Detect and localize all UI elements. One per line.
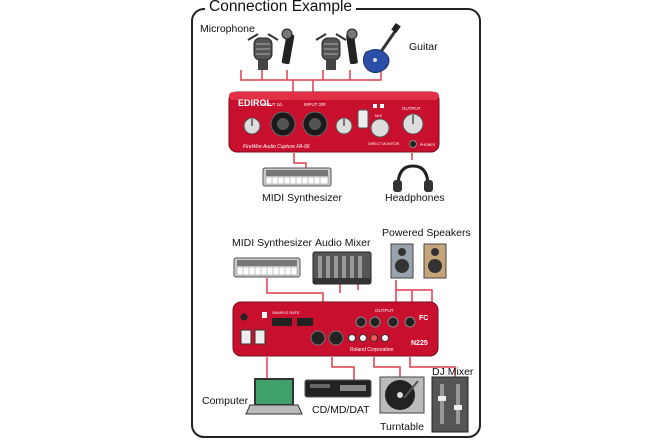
microphone-icon-2: [315, 28, 358, 70]
rear-model-label: N225: [411, 340, 428, 347]
front-output-label: OUTPUT: [402, 106, 421, 111]
label-cd-md-dat: CD/MD/DAT: [312, 404, 370, 416]
cd-md-dat-icon: [304, 379, 372, 398]
label-audio-mixer: Audio Mixer: [315, 237, 371, 249]
fa66-front-panel: EDIROL INPUT 1/L INPUT 2/R MIX DIRECT MO…: [228, 91, 440, 153]
audio-mixer-icon: [312, 251, 372, 285]
front-model-line: FireWire Audio Capture FA-66: [243, 144, 310, 150]
rear-fc-mark: FC: [419, 315, 428, 322]
midi-synth-bottom-icon: [233, 257, 301, 278]
front-brand: EDIROL: [238, 98, 273, 108]
turntable-icon: [379, 376, 425, 414]
label-dj-mixer: DJ Mixer: [432, 366, 474, 378]
top-cables: [240, 70, 413, 168]
guitar-icon: [362, 23, 401, 74]
microphone-icon: [247, 28, 295, 70]
bottom-cables: [266, 278, 456, 380]
label-microphone: Microphone: [200, 23, 255, 35]
front-input1-label: INPUT 1/L: [262, 102, 283, 107]
mix-knob: [370, 118, 390, 138]
rear-sample-rate-label: SAMPLE RATE: [272, 310, 300, 315]
rear-maker-label: Roland Corporation: [350, 347, 394, 353]
label-computer: Computer: [202, 395, 249, 407]
powered-speakers-icon: [390, 243, 447, 279]
label-guitar: Guitar: [409, 41, 438, 53]
midi-synth-top-icon: [262, 167, 332, 187]
label-turntable: Turntable: [380, 421, 424, 433]
label-headphones: Headphones: [385, 192, 445, 204]
diagram-title: Connection Example: [205, 0, 357, 16]
label-midi-synth-top: MIDI Synthesizer: [262, 192, 342, 204]
label-midi-synth-bottom: MIDI Synthesizer: [232, 237, 312, 249]
front-input2-label: INPUT 2/R: [304, 102, 326, 107]
dj-mixer-icon: [431, 376, 469, 433]
front-dm-label: DIRECT MONITOR: [368, 142, 400, 146]
rear-output-label: OUTPUT: [375, 308, 394, 313]
fa66-rear-panel: SAMPLE RATE OUTPUT FC Roland Corporation…: [232, 301, 439, 357]
computer-icon: [245, 378, 303, 415]
label-powered-speakers: Powered Speakers: [382, 227, 471, 239]
front-mix-label: MIX: [375, 113, 382, 118]
front-phones-label: PHONES: [420, 143, 436, 147]
headphones-icon: [393, 164, 433, 192]
